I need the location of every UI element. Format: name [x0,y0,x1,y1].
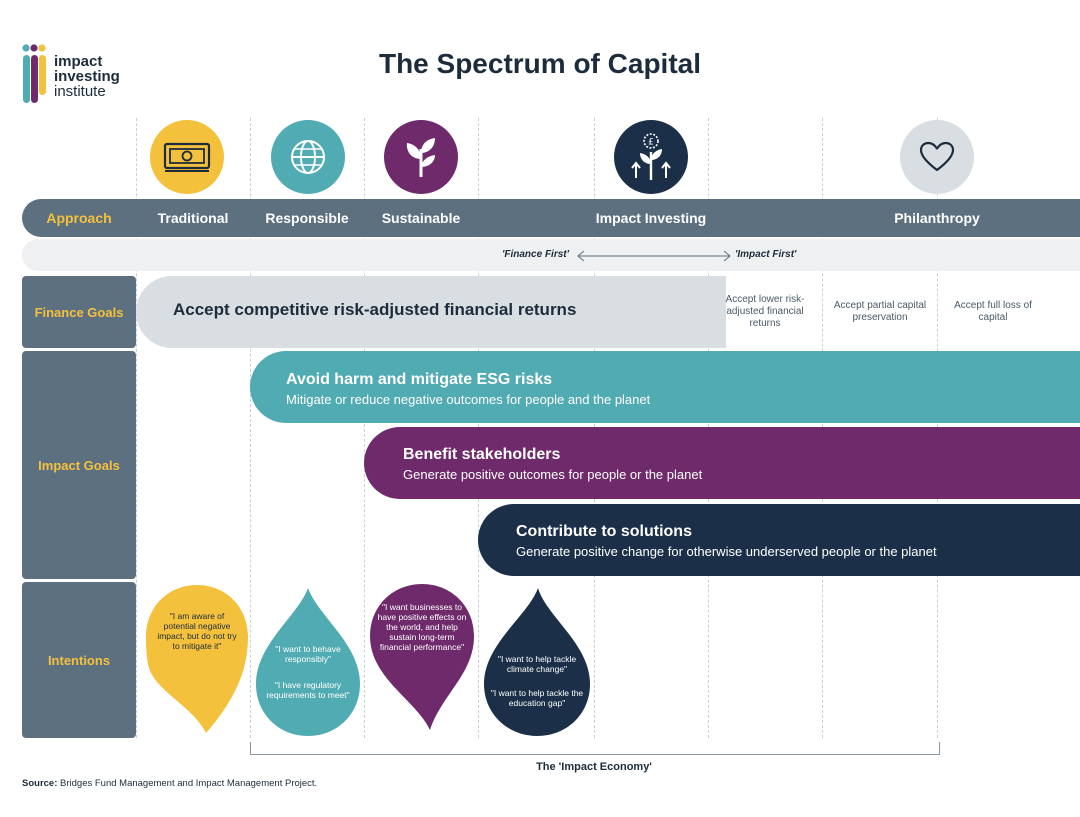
column-divider [136,118,137,738]
impact-goals-label: Impact Goals [22,351,136,579]
plant-icon [384,120,458,194]
intention-responsible-text-2: "I have regulatory requirements to meet" [266,680,350,700]
finance-goals-partial: Accept partial capital preservation [833,300,927,323]
source-note: Source: Bridges Fund Management and Impa… [22,778,317,789]
approach-bar [22,199,1080,237]
finance-goals-lower: Accept lower risk-adjusted financial ret… [725,294,805,329]
avoid-harm-title: Avoid harm and mitigate ESG risks [286,371,553,388]
money-icon [150,120,224,194]
finance-goals-full-loss: Accept full loss of capital [954,300,1032,323]
logo: impact investing institute [22,44,142,106]
benefit-stakeholders-band: Benefit stakeholders Generate positive o… [364,427,1080,499]
svg-text:£: £ [648,138,654,148]
approach-philanthropy: Philanthropy [894,210,980,226]
intention-impact-drop: "I want to help tackle climate change" "… [480,586,594,738]
approach-traditional: Traditional [157,210,229,226]
avoid-harm-sub: Mitigate or reduce negative outcomes for… [286,392,651,407]
benefit-stakeholders-title: Benefit stakeholders [403,446,561,463]
source-text: Bridges Fund Management and Impact Manag… [57,778,318,789]
contribute-solutions-sub: Generate positive change for otherwise u… [516,544,937,559]
column-divider [364,118,365,738]
finance-goals-label: Finance Goals [22,276,136,348]
intention-sustainable-text: "I want businesses to have positive effe… [377,602,467,652]
contribute-solutions-title: Contribute to solutions [516,523,692,540]
double-arrow-icon [577,250,731,262]
impact-economy-label: The 'Impact Economy' [536,761,652,773]
finance-first-label: 'Finance First' [502,249,569,260]
column-divider [250,118,251,738]
finance-impact-strip [22,239,1080,271]
contribute-solutions-band: Contribute to solutions Generate positiv… [478,504,1080,576]
intention-responsible-text-1: "I want to behave responsibly" [275,644,341,664]
benefit-stakeholders-sub: Generate positive outcomes for people or… [403,467,703,482]
globe-icon [271,120,345,194]
intention-traditional-drop: "I am aware of potential negative impact… [144,583,250,735]
approach-impact-investing: Impact Investing [595,210,707,226]
finance-goals-band [136,276,726,348]
finance-goals-main: Accept competitive risk-adjusted financi… [173,300,577,319]
source-label: Source: [22,778,58,789]
intention-traditional-text: "I am aware of potential negative impact… [157,611,237,651]
page-title: The Spectrum of Capital [378,48,702,79]
approach-sustainable: Sustainable [381,210,461,226]
logo-line-3: institute [54,83,106,100]
avoid-harm-band: Avoid harm and mitigate ESG risks Mitiga… [250,351,1080,423]
logo-line-1: impact [54,53,103,70]
intentions-label: Intentions [22,582,136,738]
logo-line-2: investing [54,68,120,85]
growth-plant-icon: £ [614,120,688,194]
intention-impact-text-2: "I want to help tackle the education gap… [490,688,584,708]
intention-impact-text-1: "I want to help tackle climate change" [497,654,577,674]
impact-economy-bracket [250,742,940,755]
approach-responsible: Responsible [265,210,349,226]
impact-first-label: 'Impact First' [735,249,797,260]
intention-responsible-drop: "I want to behave responsibly" "I have r… [252,586,364,738]
logo-mark-icon [22,44,46,103]
heart-icon [900,120,974,194]
intention-sustainable-drop: "I want businesses to have positive effe… [366,582,478,732]
approach-label: Approach [46,210,112,226]
